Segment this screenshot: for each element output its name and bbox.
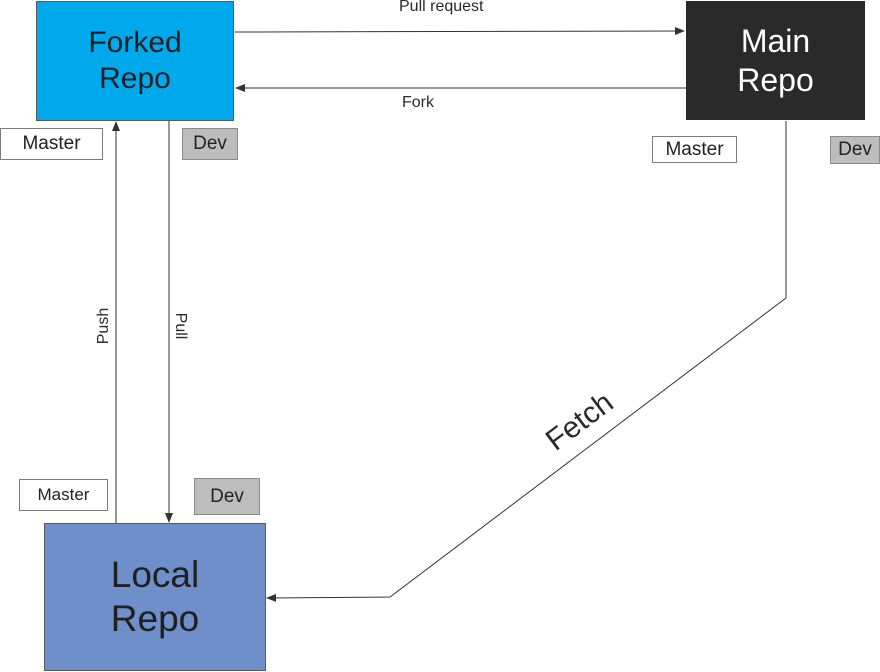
local-repo-label: Local Repo	[110, 553, 200, 639]
push-label: Push	[95, 307, 112, 345]
main-repo-box: Main Repo	[686, 1, 865, 120]
pull-request-label: Pull request	[399, 0, 484, 15]
main-dev-branch: Dev	[830, 136, 880, 164]
local-master-branch: Master	[19, 479, 108, 511]
local-repo-box: Local Repo	[44, 523, 266, 671]
pull-request-arrow	[234, 27, 685, 36]
fork-label: Fork	[402, 94, 434, 111]
forked-repo-label: Forked Repo	[88, 26, 182, 95]
main-master-branch: Master	[652, 136, 737, 163]
forked-repo-box: Forked Repo	[36, 1, 234, 121]
fetch-arrow	[266, 121, 787, 602]
main-repo-label: Main Repo	[737, 23, 814, 98]
local-dev-branch: Dev	[194, 478, 260, 515]
forked-dev-branch: Dev	[182, 128, 238, 160]
pull-label: Pull	[172, 312, 189, 340]
forked-master-branch: Master	[0, 128, 103, 160]
